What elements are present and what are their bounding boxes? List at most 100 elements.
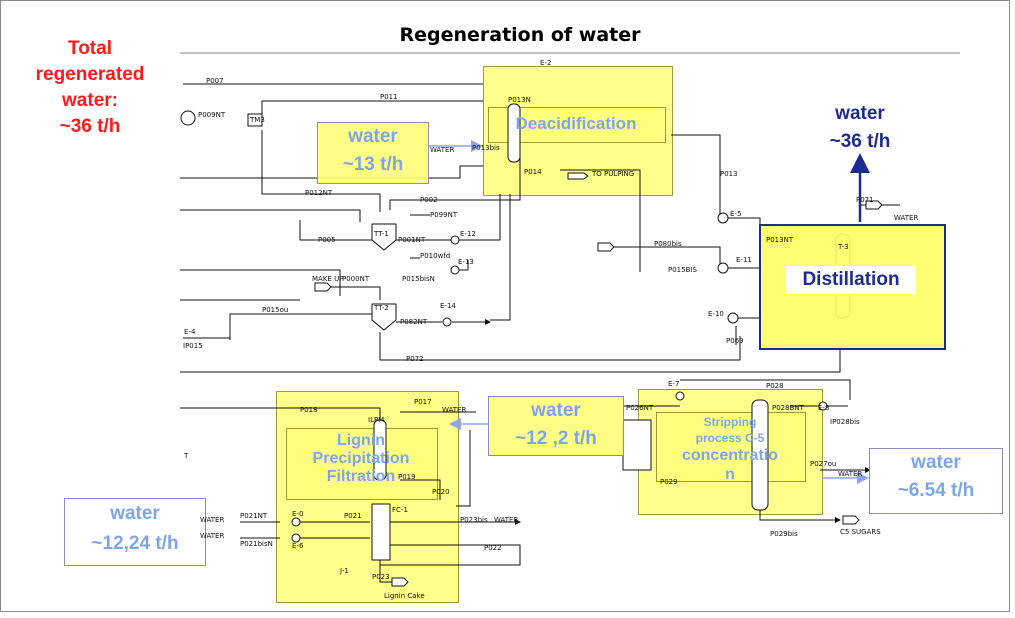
water-box-deacid-in: water ~13 t/h — [317, 122, 429, 184]
line-p029bis — [759, 510, 841, 523]
line-p023 — [379, 560, 392, 583]
tag-e12: E-12 — [460, 230, 476, 238]
lignin-label: Lignin Precipitation Filtration — [286, 432, 436, 486]
line-lig-out — [456, 430, 471, 507]
stripping-line-2: process C-5 — [695, 431, 765, 445]
strip-hx-icon — [622, 419, 652, 471]
tag-p012nt: P012NT — [305, 189, 333, 197]
e0-icon — [291, 517, 301, 527]
tag-p026nt: P026NT — [626, 404, 654, 412]
water-word: water — [911, 452, 961, 473]
stripping-column-icon — [751, 399, 769, 511]
tag-ip015: IP015 — [183, 342, 203, 350]
pump-icon — [180, 110, 196, 126]
tag-water-a: WATER — [200, 516, 225, 524]
line-p011 — [261, 100, 483, 119]
line-p002 — [389, 150, 521, 210]
stripping-label: Stripping process C-5 concentratio n — [656, 414, 804, 484]
tag-p015bis: P015bisN — [402, 275, 435, 283]
tag-p000nt: P000NT — [342, 275, 370, 283]
tag-water-deacid: WATER — [430, 146, 455, 154]
tag-p029: P029 — [660, 478, 678, 486]
tag-t3: T-3 — [838, 243, 849, 251]
line-p005 — [299, 220, 372, 241]
tag-p009nt: P009NT — [198, 111, 226, 119]
tag-tm3: TM3 — [250, 116, 265, 124]
water-rate: ~12,24 t/h — [91, 533, 179, 554]
tag-p028: P028 — [766, 382, 784, 390]
tag-p022: P022 — [484, 544, 502, 552]
tag-p017: P017 — [414, 398, 432, 406]
tag-p028bnt: P028BNT — [772, 404, 804, 412]
stripping-line-1: Stripping — [703, 415, 757, 429]
stripping-line-3: concentratio — [681, 447, 778, 464]
e6-icon — [291, 533, 301, 543]
water-box-stripping-in: water ~12 ,2 t/h — [488, 396, 624, 456]
tag-e13: E-13 — [458, 258, 474, 266]
tag-p005: P005 — [318, 236, 336, 244]
p080-connector — [597, 242, 615, 252]
page-title: Regeneration of water — [399, 24, 641, 46]
stripping-inner — [656, 412, 806, 482]
tag-p027: P027ou — [810, 460, 837, 468]
total-regenerated-label: Total regenerated water: ~36 t/h — [10, 36, 170, 140]
line-deacid-down — [490, 194, 511, 321]
tag-p071: P071 — [856, 196, 874, 204]
water-label-dist-out: water ~36 t/h — [800, 100, 920, 158]
e10-icon — [727, 312, 739, 324]
total-line-1: Total — [68, 38, 112, 59]
tag-p080bis: P080bis — [654, 240, 682, 248]
line-p012nt — [261, 130, 381, 212]
tag-water-b: WATER — [200, 532, 225, 540]
tag-e11: E-11 — [736, 256, 752, 264]
tag-make-up: MAKE UP — [312, 275, 344, 283]
tag-water-out: WATER — [494, 516, 519, 524]
tag-e5: E-5 — [730, 210, 742, 218]
water-word: water — [110, 503, 160, 524]
tag-p010: P010wfd — [420, 252, 451, 260]
tag-p015: P015ou — [262, 306, 289, 314]
water-rate: ~13 t/h — [342, 154, 404, 175]
e12-icon — [450, 235, 460, 245]
lignin-line-1: Lignin — [337, 432, 385, 449]
lignin-inner — [286, 428, 438, 500]
e7-icon — [675, 391, 685, 401]
tag-p082nt: P082NT — [400, 318, 428, 326]
tag-p029bis: P029bis — [770, 530, 798, 538]
tag-p019: P019 — [398, 473, 416, 481]
water-dist-connector — [865, 200, 883, 210]
tag-ip028bis: IP028bis — [830, 418, 860, 426]
water-box-lignin-in: water ~12,24 t/h — [64, 498, 206, 566]
tag-e7: E-7 — [668, 380, 680, 388]
tag-to-pulping: TO PULPING — [592, 170, 635, 178]
tag-e2: E-2 — [540, 59, 552, 67]
line-p080bis — [610, 246, 721, 268]
tag-tt1: TT-1 — [374, 230, 389, 238]
tag-e0: E-0 — [292, 510, 304, 518]
tag-water-dist: WATER — [894, 214, 919, 222]
tag-p001nt: P001NT — [398, 236, 426, 244]
tag-p099nt: P099NT — [430, 211, 458, 219]
water-rate: ~6.54 t/h — [897, 480, 975, 501]
tag-lpm: ILPM — [368, 416, 385, 424]
tag-p013nt: P013NT — [766, 236, 794, 244]
line-p072 — [379, 332, 741, 361]
water-box-stripping-out: water ~6.54 t/h — [869, 448, 1003, 514]
tag-p011: P011 — [380, 93, 398, 101]
line-p015bis — [560, 169, 641, 272]
total-line-2: regenerated — [35, 64, 145, 85]
line-p013 — [671, 134, 721, 218]
tag-t-mark: T — [184, 452, 189, 460]
tag-water-lig: WATER — [442, 406, 467, 414]
tag-e10: E-10 — [708, 310, 724, 318]
tag-p020: P020 — [432, 488, 450, 496]
e8-icon — [818, 401, 828, 411]
tag-p023bis: P023bis — [460, 516, 488, 524]
tag-j1: J-1 — [340, 567, 349, 575]
water-word: water — [531, 400, 581, 421]
lignin-cake-connector — [391, 577, 409, 587]
tag-p021nt: P021NT — [240, 512, 268, 520]
lignin-line-2: Precipitation — [312, 450, 410, 467]
tag-p007: P007 — [206, 77, 224, 85]
deacidification-label: Deacidification — [515, 114, 637, 133]
